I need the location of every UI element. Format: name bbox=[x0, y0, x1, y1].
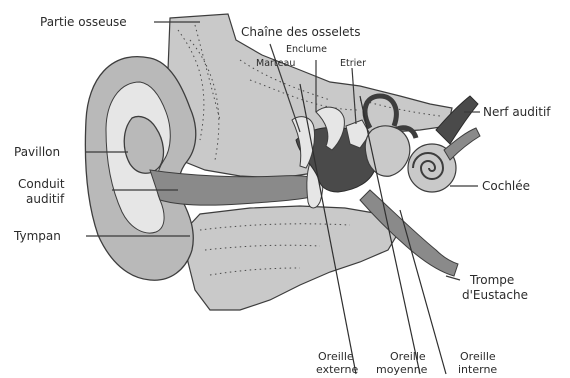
label-oreille-externe-2: externe bbox=[316, 363, 358, 376]
label-oreille-interne-1: Oreille bbox=[460, 350, 496, 363]
label-nerf-auditif: Nerf auditif bbox=[483, 105, 551, 119]
label-conduit-2: auditif bbox=[26, 192, 65, 206]
label-oreille-moyenne-1: Oreille bbox=[390, 350, 426, 363]
label-tympan: Tympan bbox=[13, 229, 61, 243]
lower-bone bbox=[185, 206, 400, 310]
label-trompe-2: d'Eustache bbox=[462, 288, 528, 302]
label-oreille-interne-2: interne bbox=[458, 363, 497, 376]
label-conduit-1: Conduit bbox=[18, 177, 65, 191]
label-enclume: Enclume bbox=[286, 44, 327, 55]
label-cochlee: Cochlée bbox=[482, 179, 530, 193]
label-pavillon: Pavillon bbox=[14, 145, 60, 159]
label-marteau: Marteau bbox=[256, 58, 295, 69]
label-partie-osseuse: Partie osseuse bbox=[40, 15, 127, 29]
label-oreille-externe-1: Oreille bbox=[318, 350, 354, 363]
label-trompe-1: Trompe bbox=[469, 273, 514, 287]
label-chaine-osselets: Chaîne des osselets bbox=[241, 25, 360, 39]
label-etrier: Etrier bbox=[340, 58, 366, 69]
label-oreille-moyenne-2: moyenne bbox=[376, 363, 428, 376]
